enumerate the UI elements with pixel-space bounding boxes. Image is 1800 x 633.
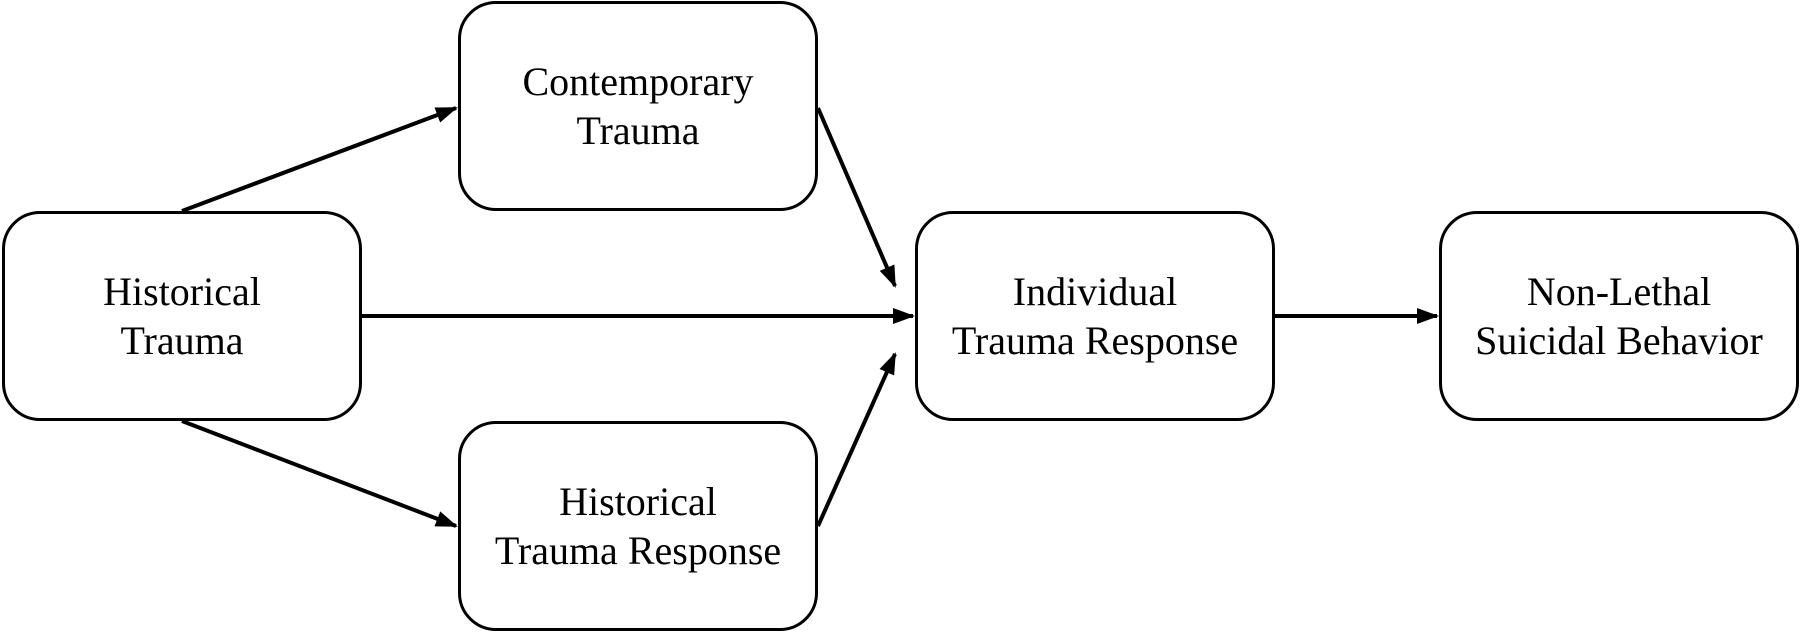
node-label-line1: Individual — [1012, 269, 1178, 314]
node-historical-trauma-response: Historical Trauma Response — [458, 421, 818, 631]
node-label-line2: Trauma Response — [951, 318, 1239, 363]
node-historical-trauma: Historical Trauma — [2, 211, 362, 421]
node-label-line2: Suicidal Behavior — [1475, 318, 1763, 363]
arrow-historical-to-historical-response — [181, 419, 458, 528]
node-label-line1: Contemporary — [522, 59, 754, 104]
arrow-historical-to-contemporary — [181, 106, 458, 213]
node-non-lethal-suicidal-behavior: Non-Lethal Suicidal Behavior — [1439, 211, 1799, 421]
node-label-line1: Historical — [103, 269, 261, 314]
node-label-line2: Trauma — [120, 318, 244, 363]
node-label-line1: Historical — [559, 479, 717, 524]
node-label-line1: Non-Lethal — [1526, 269, 1712, 314]
arrow-historical-response-to-individual — [816, 352, 897, 527]
node-individual-trauma-response: Individual Trauma Response — [915, 211, 1275, 421]
node-contemporary-trauma: Contemporary Trauma — [458, 1, 818, 211]
arrow-contemporary-to-individual — [816, 107, 897, 288]
node-label-line2: Trauma Response — [494, 528, 782, 573]
node-label-line2: Trauma — [576, 108, 700, 153]
